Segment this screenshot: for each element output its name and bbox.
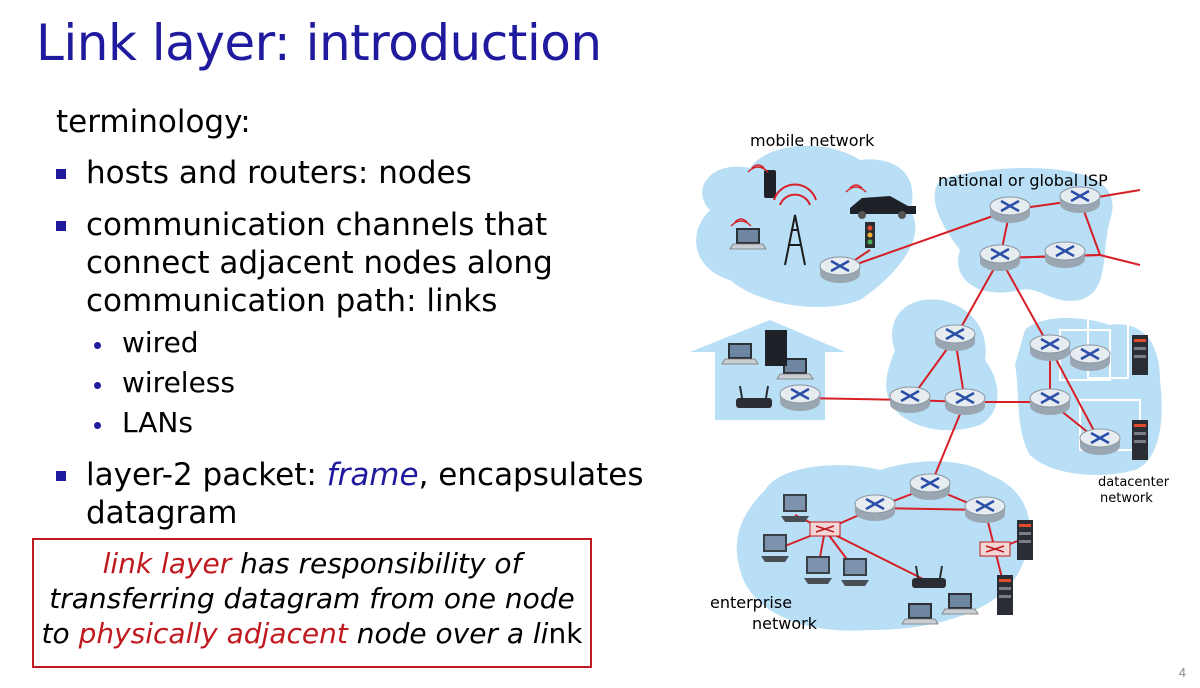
desktop-pc-icon xyxy=(804,556,832,584)
enterprise-cloud xyxy=(736,461,1030,631)
desktop-pc-icon xyxy=(841,558,869,586)
desktop-pc-icon xyxy=(781,494,809,522)
server-rack-icon xyxy=(1132,420,1148,460)
bullet-nodes: hosts and routers: nodes xyxy=(56,154,472,192)
cell-tower-icon xyxy=(773,183,817,266)
router-icon xyxy=(963,495,1007,525)
desktop-pc-icon xyxy=(761,534,789,562)
sub-bullet-wireless: wireless xyxy=(94,366,235,399)
router-icon xyxy=(1058,185,1102,215)
isp-label: national or global ISP xyxy=(938,171,1108,190)
mobile-network-label: mobile network xyxy=(750,131,875,150)
car-icon xyxy=(850,196,916,219)
frame-term: frame xyxy=(326,457,419,493)
bullet-links: communication channels that connect adja… xyxy=(56,206,576,320)
dot-bullet-icon xyxy=(94,382,101,389)
dot-bullet-icon xyxy=(94,422,101,429)
wifi-router-icon xyxy=(912,565,946,588)
datacenter-label-1: datacenter xyxy=(1098,475,1170,490)
switch-icon xyxy=(809,521,841,537)
smartphone-icon xyxy=(764,170,776,198)
dot-bullet-icon xyxy=(94,342,101,349)
router-icon xyxy=(853,493,897,523)
router-icon xyxy=(1068,343,1112,373)
terminology-label: terminology: xyxy=(56,104,251,140)
square-bullet-icon xyxy=(56,471,66,481)
network-diagram: mobile network national or global ISP da… xyxy=(690,131,1170,633)
router-icon xyxy=(1028,387,1072,417)
switch-icon xyxy=(979,541,1011,557)
router-icon xyxy=(818,255,862,285)
slide-title: Link layer: introduction xyxy=(36,14,602,72)
sub-bullet-wired: wired xyxy=(94,326,199,359)
mobile-network-cloud xyxy=(696,145,916,308)
router-icon xyxy=(988,195,1032,225)
wifi-router-icon xyxy=(736,385,772,408)
definition-callout: link layer has responsibility of transfe… xyxy=(32,538,592,668)
server-rack-icon xyxy=(997,575,1013,615)
router-icon xyxy=(778,383,822,413)
enterprise-label-1: enterprise xyxy=(710,593,792,612)
router-icon xyxy=(1078,427,1122,457)
wireless-signal-icon xyxy=(730,164,867,227)
router-icon xyxy=(978,243,1022,273)
refrigerator-icon xyxy=(765,330,787,366)
page-number: 4 xyxy=(1178,665,1186,680)
server-rack-icon xyxy=(1017,520,1033,560)
slide-body: terminology: hosts and routers: nodes co… xyxy=(32,104,644,668)
square-bullet-icon xyxy=(56,169,66,179)
datacenter-label-2: network xyxy=(1100,491,1153,506)
router-icon xyxy=(943,387,987,417)
router-icon xyxy=(1043,240,1087,270)
enterprise-label-2: network xyxy=(752,614,818,633)
server-rack-icon xyxy=(1132,335,1148,375)
router-icon xyxy=(888,385,932,415)
router-icon xyxy=(908,472,952,502)
square-bullet-icon xyxy=(56,221,66,231)
router-icon xyxy=(933,323,977,353)
router-icon xyxy=(1028,333,1072,363)
sub-bullet-lans: LANs xyxy=(94,406,193,439)
traffic-light-icon xyxy=(865,222,875,248)
